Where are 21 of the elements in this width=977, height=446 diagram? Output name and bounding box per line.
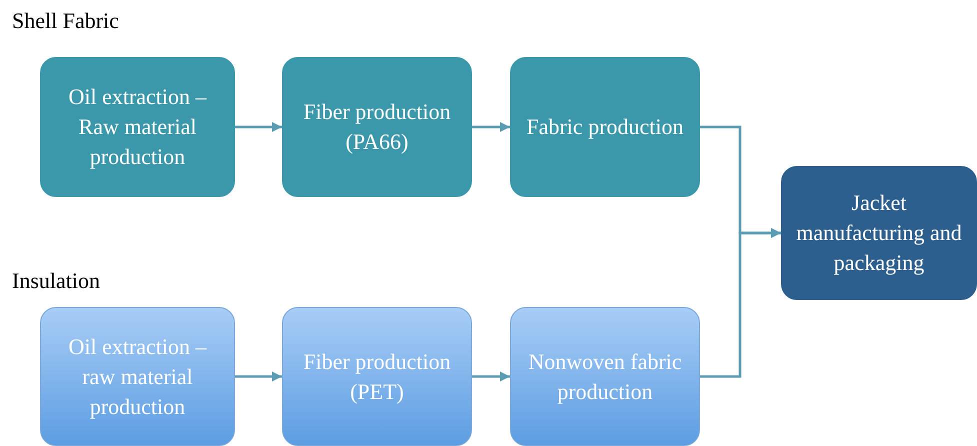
step-label: Fiber production (PET)	[302, 348, 452, 406]
process-box	[781, 166, 977, 300]
process-box	[40, 57, 235, 197]
arrow	[235, 372, 282, 382]
process-box	[510, 57, 700, 197]
arrow	[472, 122, 510, 132]
step-label: Nonwoven fabric production	[527, 348, 683, 406]
process-box	[510, 307, 700, 446]
step-label: Fiber production (PA66)	[302, 98, 452, 156]
step-label: Oil extraction – raw material production	[67, 332, 208, 421]
arrow	[235, 122, 282, 132]
process-box	[40, 307, 235, 446]
process-box	[282, 57, 472, 197]
step-label: Oil extraction – Raw material production	[67, 83, 208, 171]
section-heading: Shell Fabric	[12, 8, 119, 34]
arrow	[700, 228, 781, 378]
section-heading: Insulation	[12, 268, 100, 294]
step-label: Fabric production	[526, 113, 684, 141]
process-box	[282, 307, 472, 446]
arrow	[472, 372, 510, 382]
step-label: Jacket manufacturing and packaging	[796, 189, 962, 277]
